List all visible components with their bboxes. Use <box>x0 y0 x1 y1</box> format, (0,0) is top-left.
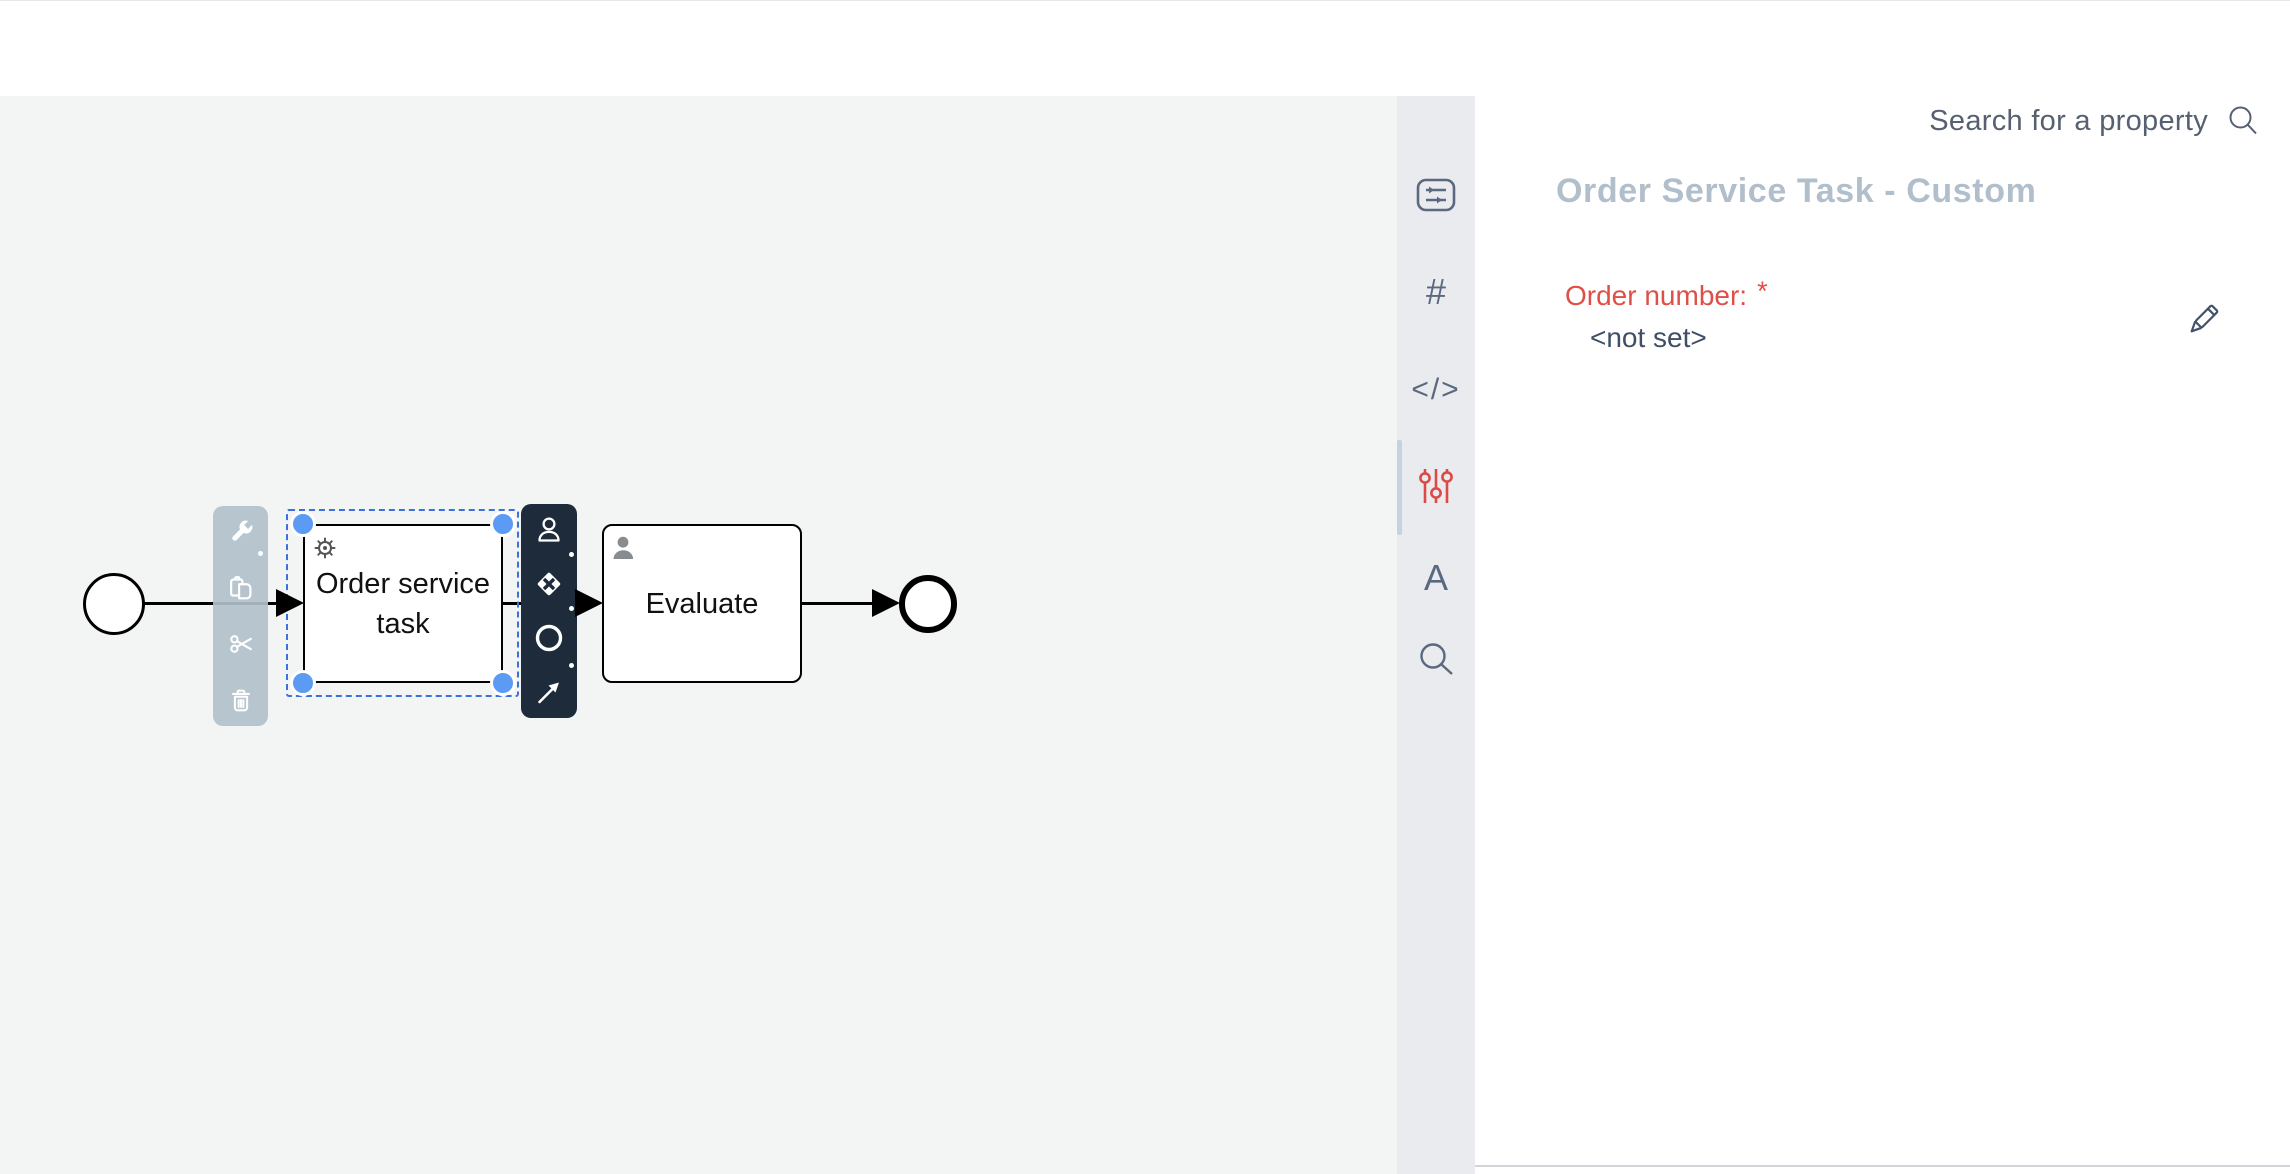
gear-icon <box>312 535 338 561</box>
panel-bottom-divider <box>1475 1165 2290 1167</box>
field-label-order-number: Order number:* <box>1565 276 1768 311</box>
sliders-icon <box>1417 466 1455 506</box>
sequence-flow-3[interactable] <box>801 602 876 605</box>
font-a-icon: A <box>1423 557 1448 598</box>
property-search-placeholder: Search for a property <box>1929 104 2208 137</box>
rail-tab-overview[interactable] <box>1397 167 1475 223</box>
wrench-icon[interactable] <box>224 515 258 549</box>
sequence-flow-3-arrowhead <box>872 589 900 617</box>
resize-handle-bottom-left[interactable] <box>290 670 316 696</box>
rail-active-indicator <box>1397 440 1402 535</box>
rail-tab-properties-active[interactable] <box>1397 458 1475 514</box>
required-asterisk: * <box>1757 276 1768 306</box>
scissors-icon[interactable] <box>224 627 258 661</box>
settings-panel-icon <box>1415 177 1457 213</box>
magnifier-icon <box>1416 640 1456 680</box>
rail-tab-code[interactable]: </> <box>1397 362 1475 418</box>
end-event-shape[interactable] <box>899 575 957 633</box>
edit-button[interactable] <box>2181 298 2225 342</box>
user-task-person-icon <box>611 535 637 561</box>
rail-tab-font[interactable]: A <box>1397 550 1475 606</box>
append-user-task-icon[interactable] <box>532 513 566 547</box>
field-value-order-number: <not set> <box>1590 322 1707 353</box>
task-label: Evaluate <box>645 587 759 620</box>
context-pad-right <box>521 504 577 718</box>
property-search[interactable]: Search for a property <box>1929 104 2260 138</box>
context-pad-left <box>213 506 268 726</box>
hash-icon: # <box>1425 271 1447 312</box>
sequence-flow-2-arrowhead <box>575 589 603 617</box>
sequence-flow-1-arrowhead <box>276 589 304 617</box>
append-gateway-icon[interactable] <box>532 567 566 601</box>
resize-handle-top-left[interactable] <box>290 511 316 537</box>
code-icon: </> <box>1411 373 1461 406</box>
search-icon <box>2226 104 2260 138</box>
user-task-shape[interactable]: Evaluate <box>602 524 802 683</box>
resize-handle-bottom-right[interactable] <box>490 670 516 696</box>
rail-tab-id[interactable]: # <box>1397 264 1475 320</box>
start-event-shape[interactable] <box>83 573 145 635</box>
copy-icon[interactable] <box>224 571 258 605</box>
pad-dot <box>569 606 574 611</box>
trash-icon[interactable] <box>224 683 258 717</box>
pad-dot <box>569 663 574 668</box>
pencil-icon <box>2182 299 2224 341</box>
properties-panel: Search for a property Order Service Task… <box>1475 96 2290 1174</box>
sequence-flow-1[interactable] <box>140 602 280 605</box>
rail-tab-search[interactable] <box>1397 632 1475 688</box>
pad-dot <box>569 552 574 557</box>
panel-title: Order Service Task - Custom <box>1556 172 2037 210</box>
top-bar <box>0 0 2290 97</box>
resize-handle-top-right[interactable] <box>490 511 516 537</box>
append-end-event-icon[interactable] <box>532 621 566 655</box>
pad-dot <box>258 551 263 556</box>
properties-rail: # </> A <box>1397 96 1475 1174</box>
connect-arrow-icon[interactable] <box>532 675 566 709</box>
